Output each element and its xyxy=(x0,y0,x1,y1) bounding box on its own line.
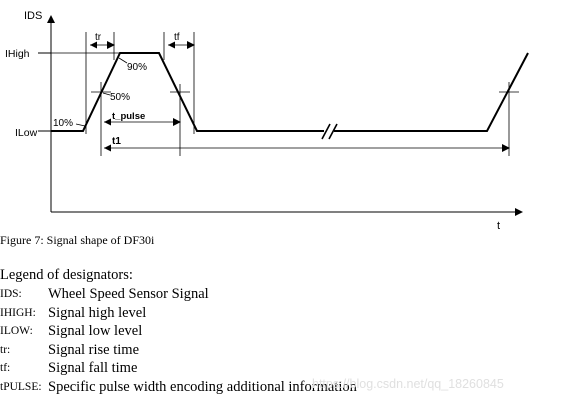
signal-trace xyxy=(51,52,324,132)
legend-item: IDS: Wheel Speed Sensor Signal xyxy=(0,285,357,304)
legend-item: tr: Signal rise time xyxy=(0,341,357,360)
figure-caption: Figure 7: Signal shape of DF30i xyxy=(0,233,155,247)
high-level-label: IHigh xyxy=(5,48,30,60)
signal-shape-diagram: IDS t IHigh ILow tr tf 90% 50% 10% t_pul… xyxy=(5,10,529,232)
legend-description: Specific pulse width encoding additional… xyxy=(48,378,357,395)
period-label: t1 xyxy=(112,136,121,147)
legend-item: ILOW: Signal low level xyxy=(0,322,357,341)
pct-90-label: 90% xyxy=(127,62,147,73)
pct-10-leader xyxy=(75,123,86,127)
legend-item: IHIGH: Signal high level xyxy=(0,304,357,323)
legend-symbol: IDS: xyxy=(0,288,22,300)
legend-description: Signal fall time xyxy=(48,360,138,376)
rise-time-label: tr xyxy=(95,32,102,43)
legend: Legend of designators: IDS: Wheel Speed … xyxy=(0,266,357,396)
legend-symbol: tPULSE: xyxy=(0,380,42,393)
pct-50-label: 50% xyxy=(110,92,130,103)
pulse-width-label: t_pulse xyxy=(112,111,145,122)
low-level-label: ILow xyxy=(15,127,38,139)
signal-trace-continued xyxy=(334,52,529,132)
axis-break-mark xyxy=(328,123,338,140)
legend-symbol: tf: xyxy=(0,362,11,374)
legend-symbol: IHIGH: xyxy=(0,306,36,319)
pct-10-label: 10% xyxy=(53,118,73,129)
pct-90-leader xyxy=(118,57,128,64)
legend-description: Wheel Speed Sensor Signal xyxy=(48,286,209,302)
y-axis-label: IDS xyxy=(24,10,42,22)
legend-description: Signal low level xyxy=(48,323,143,339)
legend-description: Signal high level xyxy=(48,304,147,321)
legend-item: tf: Signal fall time xyxy=(0,359,357,378)
legend-item: tPULSE: Specific pulse width encoding ad… xyxy=(0,378,357,397)
pct-50-leader xyxy=(102,92,111,96)
legend-symbol: tr: xyxy=(0,343,11,356)
axis-break-mark xyxy=(321,123,331,140)
fall-time-label: tf xyxy=(174,32,180,43)
legend-description: Signal rise time xyxy=(48,341,140,358)
watermark: https://blog.csdn.net/qq_18260845 xyxy=(312,377,504,391)
legend-symbol: ILOW: xyxy=(0,325,33,337)
x-axis-label: t xyxy=(497,220,500,232)
legend-heading: Legend of designators: xyxy=(0,267,133,283)
